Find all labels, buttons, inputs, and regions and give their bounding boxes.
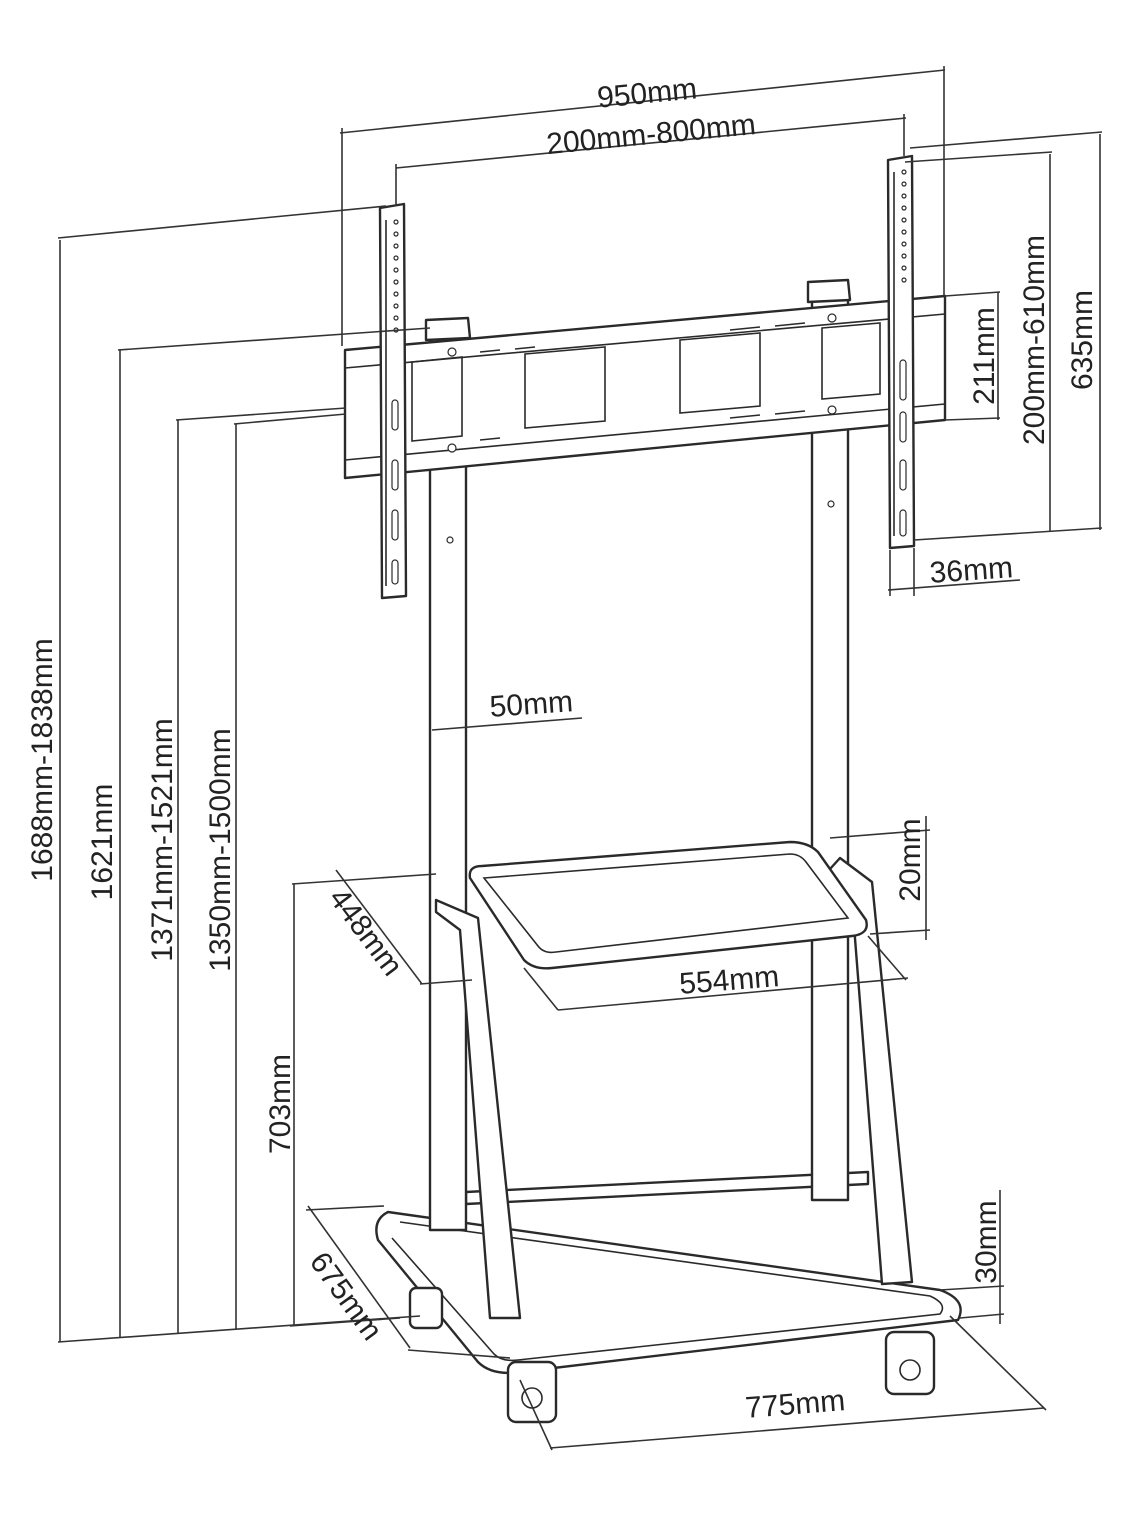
left-vesa-bracket <box>378 202 408 600</box>
shelf-legs <box>434 856 914 1320</box>
label-200-610mm: 200mm-610mm <box>1018 235 1051 445</box>
label-36mm: 36mm <box>929 551 1014 590</box>
caster-wheel <box>506 1360 558 1424</box>
rear-crossbar <box>464 1170 870 1206</box>
label-635mm: 635mm <box>1066 290 1099 390</box>
label-448mm: 448mm <box>322 882 409 982</box>
label-1621mm: 1621mm <box>86 784 119 901</box>
label-703mm: 703mm <box>264 1054 297 1154</box>
caster-wheel <box>884 1330 936 1396</box>
base-frame <box>375 1210 962 1375</box>
label-1688-1838mm: 1688mm-1838mm <box>26 638 59 881</box>
label-775mm: 775mm <box>744 1384 846 1425</box>
dimension-labels: 950mm 200mm-800mm 635mm 200mm-610mm 211m… <box>26 72 1099 1425</box>
shelf-tray <box>468 840 868 970</box>
label-200-800mm: 200mm-800mm <box>545 108 757 161</box>
caster-wheel <box>408 1286 444 1330</box>
label-675mm: 675mm <box>303 1246 389 1346</box>
label-50mm: 50mm <box>489 685 574 724</box>
mounting-rail <box>343 294 947 480</box>
label-554mm: 554mm <box>678 960 780 1001</box>
label-1350-1500mm: 1350mm-1500mm <box>204 728 237 971</box>
label-30mm: 30mm <box>970 1200 1003 1283</box>
label-1371-1521mm: 1371mm-1521mm <box>146 718 179 961</box>
label-950mm: 950mm <box>596 72 699 114</box>
label-211mm: 211mm <box>968 307 1001 405</box>
column-caps <box>424 278 852 342</box>
label-20mm: 20mm <box>894 818 927 901</box>
dimension-lines <box>57 66 1103 1451</box>
right-vesa-bracket <box>886 154 916 550</box>
left-column <box>428 326 468 1232</box>
